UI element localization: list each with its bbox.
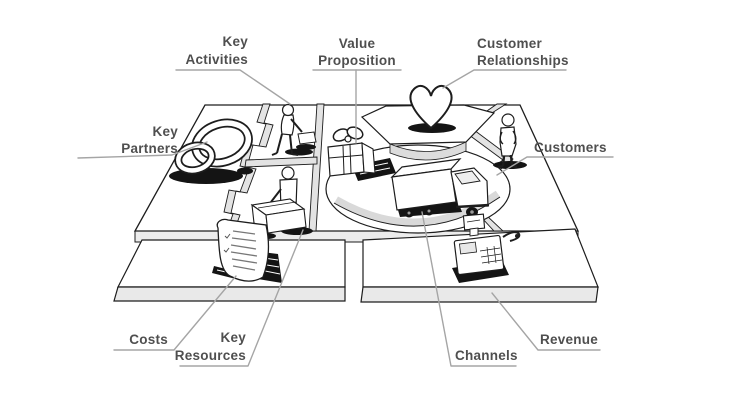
label-customer-relationships-line2: Relationships bbox=[477, 53, 569, 68]
cost-sheet-icon bbox=[212, 218, 282, 283]
label-key-activities-line1: Key bbox=[222, 34, 248, 49]
labels: Key Activities Value Proposition Custome… bbox=[121, 34, 607, 363]
costs-slab bbox=[113, 239, 346, 302]
label-customers: Customers bbox=[534, 140, 607, 155]
delivery-truck-icon bbox=[390, 158, 490, 218]
leader-lines bbox=[77, 69, 614, 367]
label-value-proposition-line2: Proposition bbox=[318, 53, 396, 68]
label-customer-relationships-line1: Customer bbox=[477, 36, 543, 51]
label-revenue: Revenue bbox=[540, 332, 598, 347]
label-costs: Costs bbox=[129, 332, 168, 347]
heart-icon bbox=[408, 85, 456, 133]
key-resources-leader bbox=[179, 229, 304, 367]
revenue-leader bbox=[491, 292, 601, 351]
channels-leader bbox=[421, 211, 517, 367]
label-key-activities-line2: Activities bbox=[185, 52, 248, 67]
puzzle-cut-horizontal bbox=[244, 156, 318, 168]
key-partners-leader bbox=[77, 141, 208, 159]
gift-box-icon bbox=[327, 126, 396, 181]
label-value-proposition-line1: Value bbox=[339, 36, 376, 51]
working-person-icon bbox=[271, 103, 317, 156]
label-key-resources-line1: Key bbox=[220, 330, 246, 345]
customers-leader bbox=[496, 156, 614, 176]
label-key-partners-line1: Key bbox=[152, 124, 178, 139]
cash-register-icon bbox=[452, 213, 521, 283]
costs-leader bbox=[113, 275, 237, 351]
key-activities-leader bbox=[175, 69, 291, 105]
person-with-box-icon bbox=[248, 166, 313, 240]
standing-person-icon bbox=[493, 113, 527, 169]
interlocked-rings-icon bbox=[169, 118, 253, 184]
puzzle-cut-middle bbox=[308, 103, 325, 232]
label-channels: Channels bbox=[455, 348, 518, 363]
customer-relationships-leader bbox=[442, 69, 567, 89]
label-key-partners-line2: Partners bbox=[121, 141, 178, 156]
label-key-resources-line2: Resources bbox=[175, 348, 246, 363]
